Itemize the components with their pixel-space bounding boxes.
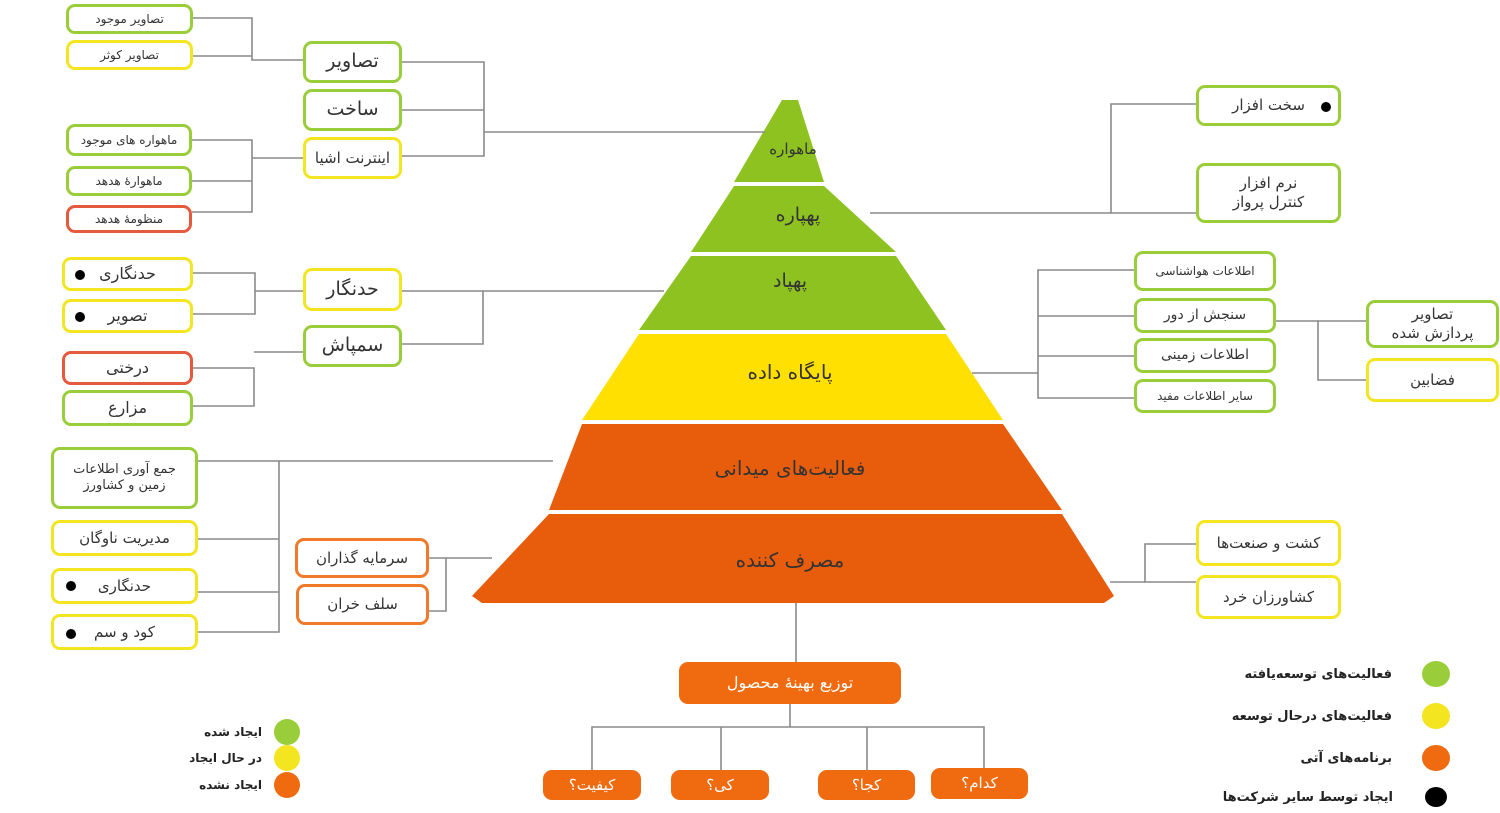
- box-processed-images: تصاویر پردازش شده: [1366, 300, 1499, 348]
- box-remote-sensing: سنجش از دور: [1134, 298, 1276, 333]
- legend-swatch: [274, 745, 300, 771]
- tier-label-satellite: ماهواره: [769, 140, 817, 158]
- box-spraying: سمپاش: [303, 325, 402, 367]
- box-agro-industry: کشت و صنعت‌ها: [1196, 520, 1341, 566]
- box-iot: اینترنت اشیا: [303, 137, 402, 179]
- legend-label: فعالیت‌های درحال توسعه: [1231, 708, 1392, 724]
- legend-swatch: [1422, 703, 1450, 729]
- box-pest-control: حدنگار: [303, 268, 402, 311]
- tier-label-drone-parts: پهپاره: [775, 204, 821, 226]
- box-quality: کیفیت؟: [543, 770, 641, 800]
- pyramid-tier-consumer: [472, 514, 1114, 603]
- box-gardening: حدنگاری: [62, 257, 193, 291]
- legend-swatch: [1422, 745, 1450, 771]
- box-software: نرم افزار کنترل پرواز: [1196, 163, 1341, 223]
- box-hodhod-satellite: ماهوارهٔ هدهد: [66, 166, 192, 196]
- third-party-dot: [75, 270, 85, 280]
- third-party-dot: [1321, 102, 1331, 112]
- box-hodhod-system: منظومهٔ هدهد: [66, 205, 192, 233]
- box-orchard: درختی: [62, 351, 193, 385]
- box-image-label: تصویر: [107, 306, 148, 325]
- legend-right-item: برنامه‌های آتی: [1140, 745, 1450, 771]
- legend-label: ایجاد نشده: [199, 778, 262, 792]
- legend-right-item: فعالیت‌های توسعه‌یافته: [1140, 660, 1450, 688]
- box-fleet-management: مدیریت ناوگان: [51, 520, 198, 556]
- legend-right-item: ایجاد توسط سایر شرکت‌ها: [1140, 785, 1450, 809]
- legend-swatch: [274, 719, 300, 745]
- box-images: تصاویر: [303, 41, 402, 83]
- legend-label: برنامه‌های آتی: [1300, 750, 1393, 766]
- legend-left-item: در حال ایجاد: [150, 745, 300, 771]
- box-distribution: توزیع بهینهٔ محصول: [679, 662, 901, 704]
- box-build: ساخت: [303, 89, 402, 131]
- tier-label-drone: پهپاد: [772, 270, 808, 292]
- legend-label: ایجاد توسط سایر شرکت‌ها: [1222, 789, 1393, 805]
- box-small-farmers: کشاورزان خرد: [1196, 575, 1341, 619]
- box-when: کی؟: [671, 770, 769, 800]
- pyramid-tier-field-activities: [549, 424, 1062, 510]
- box-weather: اطلاعات هواشناسی: [1134, 251, 1276, 291]
- pyramid-tier-database: [582, 334, 1003, 420]
- box-collect-data: جمع آوری اطلاعات زمین و کشاورز: [51, 447, 198, 509]
- box-existing-images: تصاویر موجود: [66, 4, 193, 34]
- third-party-dot: [66, 581, 76, 591]
- box-gardening-bottom: حدنگاری: [51, 568, 198, 604]
- pyramid-tier-drone-parts: [691, 186, 896, 252]
- box-hardware-label: سخت افزار: [1232, 96, 1305, 115]
- third-party-dot: [75, 312, 85, 322]
- box-hardware: سخت افزار: [1196, 85, 1341, 126]
- box-ground-info: اطلاعات زمینی: [1134, 338, 1276, 373]
- box-where: کجا؟: [818, 770, 915, 800]
- box-farms: مزارع: [62, 390, 193, 426]
- tier-label-field-activities: فعالیت‌های میدانی: [714, 456, 866, 480]
- legend-left-item: ایجاد شده: [150, 719, 300, 745]
- legend-label: فعالیت‌های توسعه‌یافته: [1244, 666, 1392, 682]
- box-cover-images: تصاویر کوثر: [66, 40, 193, 70]
- box-fertilizer-label: کود و سم: [94, 622, 155, 641]
- box-gardening-label: حدنگاری: [99, 264, 156, 283]
- box-investors: سرمایه گذاران: [295, 538, 429, 578]
- box-existing-satellites: ماهواره های موجود: [66, 124, 192, 156]
- legend-swatch: [1425, 787, 1447, 807]
- box-gardening-bottom-label: حدنگاری: [97, 576, 152, 595]
- box-which: کدام؟: [931, 768, 1028, 799]
- box-other-info: سایر اطلاعات مفید: [1134, 379, 1276, 413]
- legend-swatch: [274, 772, 300, 798]
- legend-right-item: فعالیت‌های درحال توسعه: [1140, 703, 1450, 729]
- box-wholesalers: سلف خران: [296, 584, 429, 625]
- legend-label: ایجاد شده: [204, 725, 262, 739]
- pyramid-tier-satellite: [734, 100, 824, 182]
- third-party-dot: [66, 629, 76, 639]
- box-spaces: فضابین: [1366, 358, 1499, 402]
- tier-label-database: پایگاه داده: [747, 360, 833, 384]
- tier-label-consumer: مصرف کننده: [735, 548, 845, 572]
- box-fertilizer: کود و سم: [51, 614, 198, 650]
- legend-label: در حال ایجاد: [189, 751, 262, 765]
- box-image: تصویر: [62, 299, 193, 333]
- legend-swatch: [1422, 661, 1450, 687]
- pyramid-tier-drone: [639, 256, 946, 330]
- legend-left-item: ایجاد نشده: [150, 772, 300, 798]
